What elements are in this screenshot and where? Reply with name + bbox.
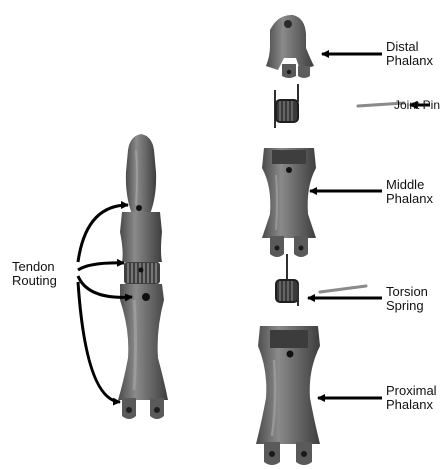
- joint-pin-label: Joint Pin: [394, 98, 440, 112]
- proximal-phalanx-line2: Phalanx: [386, 397, 433, 412]
- part-label-arrows: [307, 50, 430, 402]
- distal-phalanx-line1: Distal: [386, 39, 419, 54]
- assembled-torsion-spring: [124, 262, 160, 284]
- tendon-hole-middle: [138, 267, 144, 273]
- assembled-middle-segment: [120, 212, 162, 262]
- middle-phalanx-part: [262, 148, 316, 257]
- assembled-finger: [118, 134, 168, 419]
- tendon-routing-arrows: [76, 201, 133, 406]
- proximal-phalanx-line1: Proximal: [386, 383, 437, 398]
- lower-joint-pin: [318, 284, 368, 294]
- tendon-routing-line1: Tendon: [12, 259, 55, 274]
- torsion-spring-label: Torsion Spring: [386, 285, 428, 313]
- middle-phalanx-line2: Phalanx: [386, 191, 433, 206]
- middle-phalanx-label: Middle Phalanx: [386, 178, 433, 206]
- lower-torsion-spring: [275, 254, 299, 306]
- tendon-hole-lower: [142, 293, 150, 301]
- joint-pin: [356, 101, 406, 108]
- proximal-phalanx-label: Proximal Phalanx: [386, 384, 437, 412]
- torsion-spring-line2: Spring: [386, 298, 424, 313]
- tendon-routing-label: Tendon Routing: [12, 260, 57, 288]
- assembled-proximal-segment: [118, 284, 168, 400]
- assembled-distal-segment: [125, 134, 157, 214]
- tendon-hole-upper: [136, 205, 142, 211]
- assembled-base-tabs: [122, 398, 164, 419]
- distal-phalanx-part: [266, 14, 314, 78]
- middle-phalanx-line1: Middle: [386, 177, 425, 192]
- torsion-spring-line1: Torsion: [386, 284, 428, 299]
- distal-phalanx-label: Distal Phalanx: [386, 40, 433, 68]
- joint-pin-line1: Joint Pin: [394, 98, 441, 112]
- proximal-phalanx-part: [256, 326, 320, 465]
- upper-torsion-spring: [274, 84, 299, 128]
- distal-phalanx-line2: Phalanx: [386, 53, 433, 68]
- tendon-routing-line2: Routing: [12, 273, 57, 288]
